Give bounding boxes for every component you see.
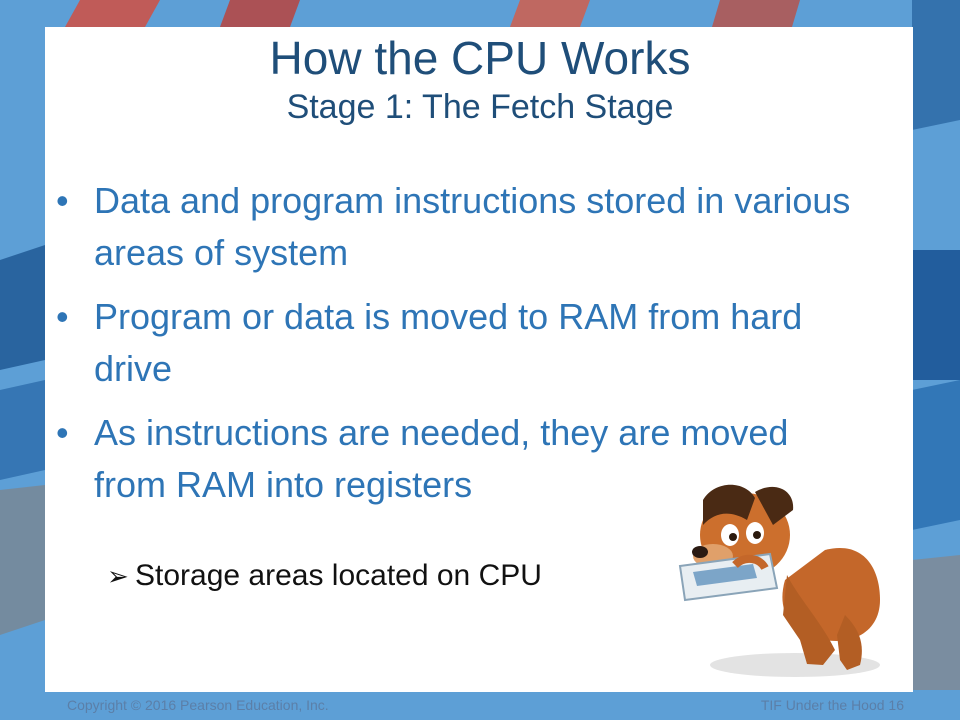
dog-carrying-card-illustration	[678, 484, 880, 677]
sub-bullet-item: ➢Storage areas located on CPU	[107, 556, 542, 596]
bullet-item: • As instructions are needed, they are m…	[56, 407, 856, 511]
bullet-item: • Data and program instructions stored i…	[56, 175, 856, 279]
bullet-text: As instructions are needed, they are mov…	[94, 412, 789, 505]
bullet-item: • Program or data is moved to RAM from h…	[56, 291, 856, 395]
title-main: How the CPU Works	[269, 32, 691, 84]
footer-slide-reference: TIF Under the Hood 16	[760, 697, 904, 713]
bullet-dot-icon: •	[56, 180, 69, 221]
bullet-text: Data and program instructions stored in …	[94, 180, 851, 273]
bullet-list: • Data and program instructions stored i…	[56, 175, 856, 523]
slide-title: How the CPU Works Stage 1: The Fetch Sta…	[0, 30, 960, 128]
footer-copyright: Copyright © 2016 Pearson Education, Inc.	[67, 697, 329, 713]
bullet-dot-icon: •	[56, 296, 69, 337]
bullet-text: Program or data is moved to RAM from har…	[94, 296, 803, 389]
arrow-bullet-icon: ➢	[107, 561, 129, 591]
sub-bullet-text: Storage areas located on CPU	[135, 559, 542, 592]
title-subtitle: Stage 1: The Fetch Stage	[286, 88, 674, 126]
bullet-dot-icon: •	[56, 412, 69, 453]
